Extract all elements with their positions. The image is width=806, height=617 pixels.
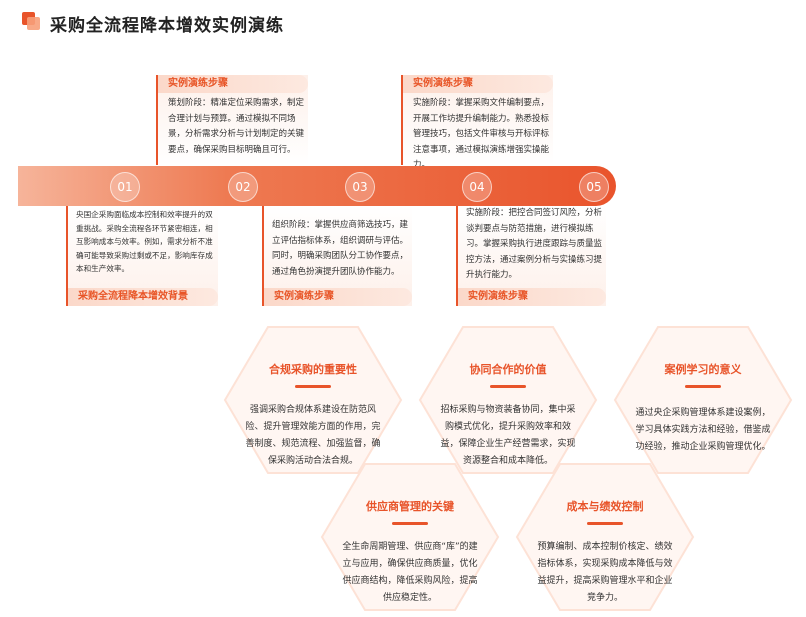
step-heading: 实例演练步骤: [264, 288, 412, 306]
hex-title: 协同合作的价值: [469, 363, 547, 376]
hex-card-supplier: 供应商管理的关键 全生命周期管理、供应商“库”的建立与应用，确保供应商质量，优化…: [320, 462, 500, 612]
step-text: 实施阶段：掌握采购文件编制要点，开展工作坊提升编制能力。熟悉投标管理技巧，包括文…: [413, 98, 550, 170]
hex-text: 预算编制、成本控制价核定、绩效指标体系，实现采购成本降低与效益提升，提高采购管理…: [537, 542, 673, 603]
hex-underline: [295, 385, 331, 388]
hex-title: 合规采购的重要性: [269, 363, 357, 376]
step-divider: [401, 75, 403, 165]
page-title: 采购全流程降本增效实例演练: [50, 16, 284, 36]
hex-title: 成本与绩效控制: [566, 500, 644, 513]
hex-underline: [392, 522, 428, 525]
step-text: 组织阶段：掌握供应商筛选技巧，建立评估指标体系，组织调研与评估。同时，明确采购团…: [272, 220, 409, 277]
hex-title: 案例学习的意义: [664, 363, 742, 376]
timeline-node: 04: [462, 172, 492, 202]
step-heading: 实例演练步骤: [403, 75, 553, 93]
timeline-node: 01: [110, 172, 140, 202]
hex-card-case-study: 案例学习的意义 通过央企采购管理体系建设案例，学习具体实践方法和经验，借鉴成功经…: [613, 325, 793, 475]
step-heading: 实例演练步骤: [158, 75, 308, 93]
timeline-bar: [18, 166, 616, 206]
step-text: 央国企采购面临成本控制和效率提升的双重挑战。采购全流程各环节紧密相连，相互影响成…: [76, 210, 213, 273]
timeline-node: 03: [345, 172, 375, 202]
step-text: 实施阶段：把控合同签订风险，分析谈判要点与防范措施，进行模拟练习。掌握采购执行进…: [466, 208, 603, 280]
timeline-node: 05: [579, 172, 609, 202]
timeline-node: 02: [228, 172, 258, 202]
hex-underline: [587, 522, 623, 525]
hex-card-cost: 成本与绩效控制 预算编制、成本控制价核定、绩效指标体系，实现采购成本降低与效益提…: [515, 462, 695, 612]
step-divider: [156, 75, 158, 165]
step-divider: [262, 206, 264, 306]
step-divider: [66, 206, 68, 306]
step-heading: 实例演练步骤: [458, 288, 606, 306]
hex-card-compliance: 合规采购的重要性 强调采购合规体系建设在防范风险、提升管理效能方面的作用，完善制…: [223, 325, 403, 475]
hex-text: 强调采购合规体系建设在防范风险、提升管理效能方面的作用，完善制度、规范流程、加强…: [245, 405, 381, 466]
hex-text: 全生命周期管理、供应商“库”的建立与应用，确保供应商质量，优化供应商结构，降低采…: [342, 542, 478, 603]
step-text: 策划阶段：精准定位采购需求，制定合理计划与预算。通过模拟不同场景，分析需求分析与…: [168, 98, 305, 155]
hex-text: 招标采购与物资装备协同，集中采购模式优化，提升采购效率和效益，保障企业生产经营需…: [440, 405, 576, 466]
step-divider: [456, 206, 458, 306]
hex-underline: [685, 385, 721, 388]
hex-underline: [490, 385, 526, 388]
step-heading: 采购全流程降本增效背景: [68, 288, 218, 306]
title-marker-icon: [22, 12, 40, 30]
hex-title: 供应商管理的关键: [366, 500, 454, 513]
hex-text: 通过央企采购管理体系建设案例，学习具体实践方法和经验，借鉴成功经验，推动企业采购…: [635, 408, 771, 452]
hex-card-collaboration: 协同合作的价值 招标采购与物资装备协同，集中采购模式优化，提升采购效率和效益，保…: [418, 325, 598, 475]
